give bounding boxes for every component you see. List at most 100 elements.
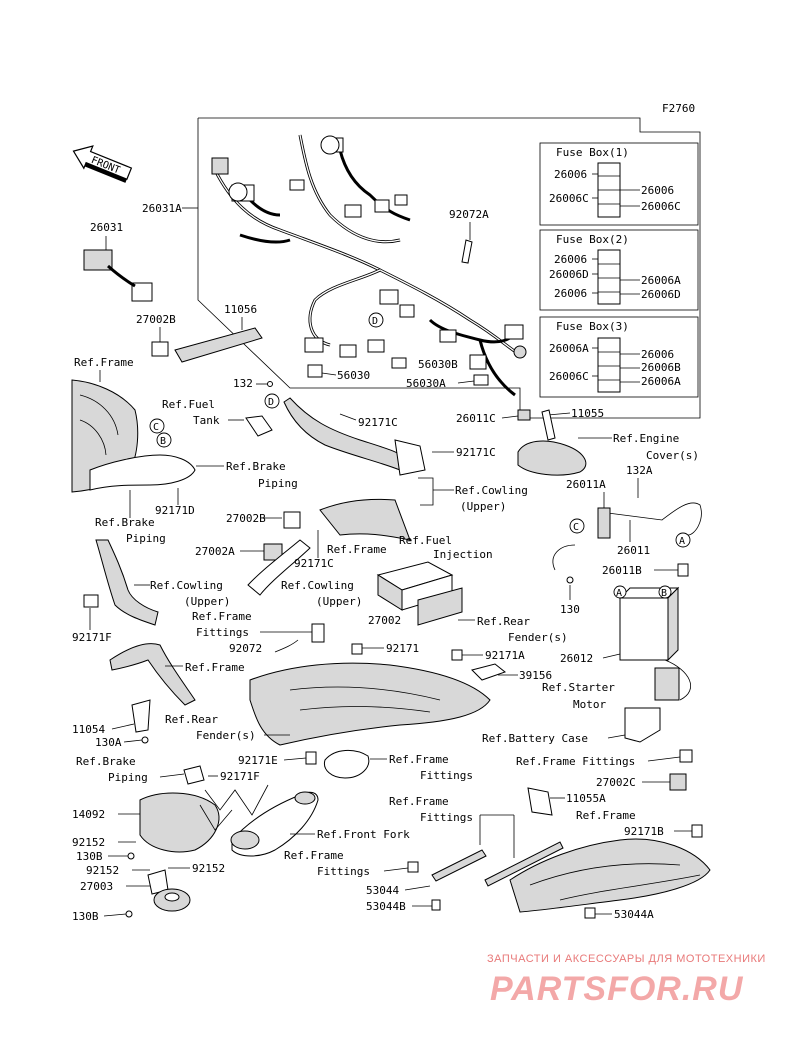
fuse-label: 26006 bbox=[554, 253, 587, 266]
part-label: 14092 bbox=[72, 808, 105, 821]
ref-label: Ref.Front Fork bbox=[317, 828, 410, 841]
ref-label: Ref.Frame bbox=[389, 795, 449, 808]
ref-label: (Upper) bbox=[460, 500, 506, 513]
leader-line bbox=[404, 885, 431, 891]
callout-label: D bbox=[268, 397, 274, 408]
part-label: 92171F bbox=[72, 631, 112, 644]
sensor-cable bbox=[599, 502, 702, 536]
harness-connector bbox=[394, 194, 408, 206]
part-label: 92072 bbox=[229, 642, 262, 655]
ref-label: Fender(s) bbox=[508, 631, 568, 644]
part-label: 26011 bbox=[617, 544, 650, 557]
fuse-label: 26006D bbox=[641, 288, 681, 301]
part-label: 56030B bbox=[418, 358, 458, 371]
leader-line bbox=[457, 380, 475, 384]
harness-connector bbox=[439, 329, 457, 343]
ref-label: Ref.Frame bbox=[284, 849, 344, 862]
leader-line bbox=[159, 773, 185, 778]
rear-subframe bbox=[509, 838, 711, 913]
bracket-11054 bbox=[131, 699, 151, 733]
fuse-label: 26006C bbox=[641, 200, 681, 213]
callout-label: B bbox=[661, 588, 667, 599]
part-label: 92171C bbox=[358, 416, 398, 429]
part-label: 92171E bbox=[238, 754, 278, 767]
bracket-92171C bbox=[394, 439, 426, 476]
ref-label: Ref.Brake bbox=[226, 460, 286, 473]
part-label: 92152 bbox=[72, 836, 105, 849]
callout-label: C bbox=[573, 522, 579, 533]
cowling-bracket bbox=[95, 539, 159, 626]
callout-label: C bbox=[153, 422, 159, 433]
leader-line bbox=[602, 653, 621, 659]
ref-label: Motor bbox=[573, 698, 606, 711]
leader-line bbox=[339, 413, 357, 421]
part-label: 26011B bbox=[602, 564, 642, 577]
leader-line bbox=[274, 639, 299, 653]
clamp-92171A bbox=[451, 649, 463, 661]
frame-member bbox=[319, 498, 411, 541]
part-label: 92152 bbox=[86, 864, 119, 877]
horn-center bbox=[164, 892, 180, 902]
part-label: 11055 bbox=[571, 407, 604, 420]
fuse-label: 26006A bbox=[641, 274, 681, 287]
ecu-unit-27002 bbox=[376, 561, 463, 626]
ref-label: Ref.Brake bbox=[76, 755, 136, 768]
fuse-box-1: Fuse Box(1) 26006 26006C 26006 26006C bbox=[539, 142, 699, 226]
part-label: 130 bbox=[560, 603, 580, 616]
part-label: 92171A bbox=[485, 649, 525, 662]
harness-connector bbox=[320, 135, 340, 155]
bolt-130 bbox=[566, 576, 574, 584]
part-label: 39156 bbox=[519, 669, 552, 682]
front-fork-ring bbox=[230, 830, 260, 850]
frame-fitting-clip bbox=[679, 749, 693, 763]
starter-cable bbox=[664, 659, 691, 701]
ref-label: Ref.Cowling bbox=[281, 579, 354, 592]
starter-relay bbox=[654, 667, 680, 701]
callout-label: A bbox=[679, 536, 685, 547]
ref-label: Fender(s) bbox=[196, 729, 256, 742]
part-label: 92171C bbox=[294, 557, 334, 570]
fuse-label: 26006B bbox=[641, 361, 681, 374]
bracket-11055 bbox=[541, 409, 556, 441]
part-label: 56030A bbox=[406, 377, 446, 390]
ref-label: Ref.Starter bbox=[542, 681, 615, 694]
part-label: 92171D bbox=[155, 504, 195, 517]
battery-case-bracket bbox=[624, 707, 661, 743]
ref-label: Cover(s) bbox=[646, 449, 699, 462]
ref-label: (Upper) bbox=[316, 595, 362, 608]
block-39156 bbox=[471, 663, 507, 681]
fuse-label: 26006 bbox=[554, 287, 587, 300]
bolt-130B bbox=[127, 852, 135, 860]
harness-connector bbox=[374, 199, 390, 213]
ref-label: Ref.Rear bbox=[477, 615, 530, 628]
leader-line bbox=[123, 739, 143, 743]
part-label: 26031 bbox=[90, 221, 123, 234]
fuse-label: 26006A bbox=[549, 342, 589, 355]
part-label: 53044 bbox=[366, 884, 399, 897]
bracket-fuel-tank bbox=[245, 415, 273, 437]
ref-label: Piping bbox=[108, 771, 148, 784]
clip-53044A bbox=[584, 907, 596, 919]
leader-line bbox=[103, 913, 127, 917]
ref-label: Ref.Battery Case bbox=[482, 732, 588, 745]
connector-56030 bbox=[307, 364, 323, 378]
callout-D-circle bbox=[264, 393, 280, 409]
frame-fitting-clip bbox=[311, 623, 325, 643]
harness-connector bbox=[469, 354, 487, 370]
clip-53044B bbox=[431, 899, 441, 911]
harness-group-border bbox=[197, 117, 701, 419]
ref-label: Ref.Frame bbox=[192, 610, 252, 623]
callout-D-circle bbox=[368, 312, 384, 328]
ref-label: Fittings bbox=[196, 626, 249, 639]
relay-27002B bbox=[283, 511, 301, 529]
leader-line bbox=[607, 734, 626, 739]
part-label: 130B bbox=[76, 850, 103, 863]
connector-56030A bbox=[473, 374, 489, 386]
part-label: 92171C bbox=[456, 446, 496, 459]
part-label: 92152 bbox=[192, 862, 225, 875]
engine-cover bbox=[517, 440, 587, 476]
callout-B-circle bbox=[156, 432, 172, 448]
bracket-11056 bbox=[174, 327, 263, 363]
fuse-label: 26006 bbox=[641, 184, 674, 197]
leader-line bbox=[501, 415, 519, 419]
